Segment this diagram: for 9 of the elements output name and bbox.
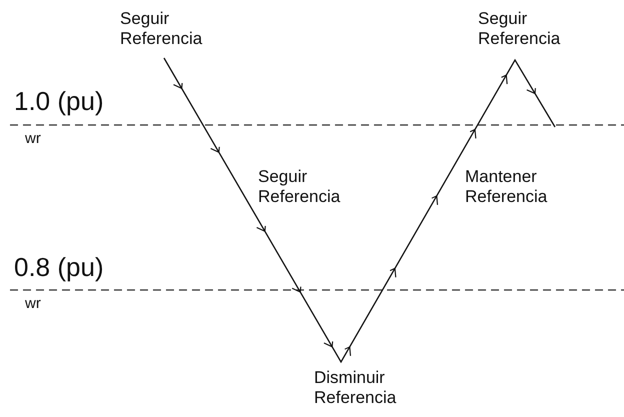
axis-label: wr [25, 130, 41, 148]
state-label: Disminuir Referencia [314, 368, 396, 409]
axis-label: wr [25, 295, 41, 313]
state-label: Seguir Referencia [258, 167, 340, 208]
state-label: Seguir Referencia [120, 9, 202, 50]
axis-value: 1.0 (pu) [14, 86, 104, 118]
state-label: Mantener Referencia [465, 167, 548, 208]
axis-value: 0.8 (pu) [14, 252, 104, 284]
state-label: Seguir Referencia [478, 9, 560, 50]
